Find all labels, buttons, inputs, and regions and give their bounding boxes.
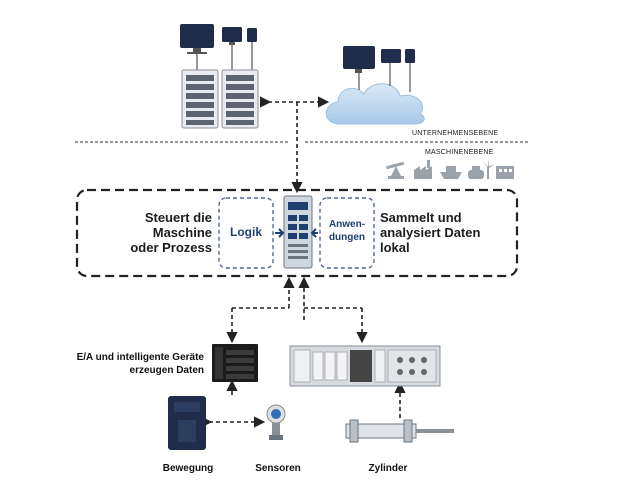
io-caption-line: E/A und intelligente Geräte [76,352,204,363]
apps-label: Anwen- dungen [320,218,374,244]
machine-connector [201,276,406,428]
server-rack-icon [181,69,219,129]
sensors-label: Sensoren [255,463,301,474]
controller-left-line: Maschine [152,225,212,240]
controller-right-text: Sammelt und analysiert Daten lokal [380,210,510,255]
controller-right-line: lokal [380,240,410,255]
monitor-icon [180,24,214,54]
arrow-icon [275,228,285,238]
cloud-icon [325,46,425,125]
ship-icon [440,166,462,179]
apps-label-line: dungen [328,232,366,243]
logic-box [218,197,274,269]
monitor-small-icon [381,49,401,63]
monitor-small-icon [222,27,257,45]
apps-label-line: Anwen- [328,219,366,230]
edge-controller-device-icon [283,195,313,269]
oil-pump-icon [386,161,405,179]
controller-right-line: Sammelt und [380,210,462,225]
enterprise-connector [260,96,330,194]
controller-left-line: oder Prozess [130,240,212,255]
cylinder-icon [345,419,454,443]
logic-label: Logik [230,225,262,239]
motion-label: Bewegung [162,463,214,474]
wind-turbine-icon [482,159,495,179]
arrow-icon [310,228,318,238]
edge-controller-box [75,188,519,278]
enterprise-level-label: UNTERNEHMENSEBENE [412,130,499,137]
io-rack-icon [289,345,441,387]
industry-icons [386,159,514,179]
building-icon [496,166,514,179]
io-caption: E/A und intelligente Geräte erzeugen Dat… [60,351,204,377]
io-module-icon [212,344,258,382]
controller-left-text: Steuert die Maschine oder Prozess [110,210,212,255]
monitor-icon [343,46,375,73]
motor-drive-icon [168,396,206,450]
cylinder-label: Zylinder [368,463,408,474]
io-caption-line: erzeugen Daten [129,365,204,376]
controller-right-line: analysiert Daten [380,225,481,240]
machine-level-label: MASCHINENEBENE [425,149,494,156]
server-group-icon [180,24,259,129]
apps-box [319,197,375,269]
server-rack-icon [221,69,259,129]
tank-icon [468,166,484,179]
pressure-sensor-icon [266,404,286,440]
controller-left-line: Steuert die [144,210,212,225]
factory-icon [414,160,432,179]
tablet-icon [405,49,415,63]
